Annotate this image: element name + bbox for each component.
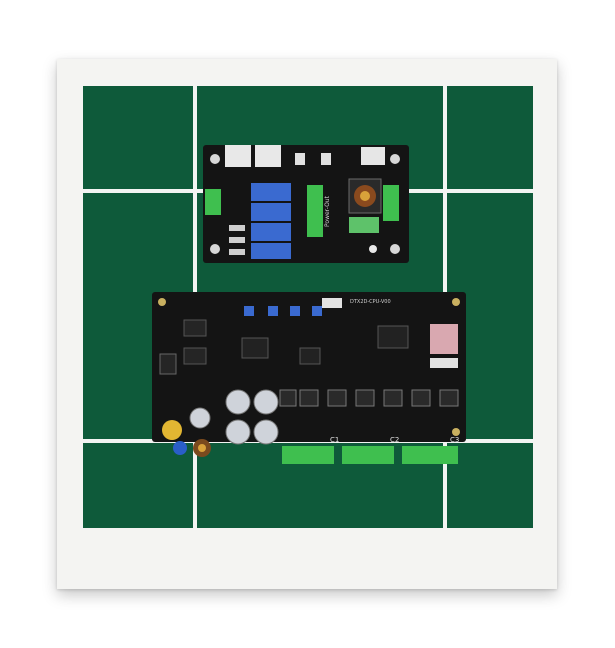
green-terminal-block [383,185,399,221]
warning-mark [369,245,377,253]
electrolytic-capacitor [253,419,279,445]
white-connector [225,145,251,167]
ic-chip [159,353,177,375]
mounting-hole [390,154,400,164]
green-capacitor [349,217,379,233]
white-connector [255,145,281,167]
channel-label: C3 [450,436,459,444]
mosfet [327,389,347,407]
silkscreen-label: DTX2D-CPU-V00 [350,299,391,305]
mosfet [439,389,459,407]
mounting-hole [452,298,460,306]
trimmer [290,306,300,316]
electrolytic-capacitor [225,419,251,445]
power-board: Power-Out [203,145,413,267]
mounting-hole [158,298,166,306]
blue-relay [251,243,291,259]
green-terminal-block [402,446,458,464]
pin-header [430,324,458,354]
mosfet [299,389,319,407]
control-board: DTX2D-CPU-V00 [150,290,470,475]
trimmer [244,306,254,316]
resistor [229,225,245,231]
ic-chip [241,337,269,359]
electrolytic-capacitor [225,389,251,415]
blue-relay [251,203,291,221]
mosfet [355,389,375,407]
ic-chip [299,347,321,365]
ic-chip [183,347,207,365]
blue-relay [251,183,291,201]
silkscreen-label: Power-Out [324,195,331,227]
white-connector [361,147,385,165]
green-terminal-block [282,446,334,464]
mosfet [411,389,431,407]
resistor [229,237,245,243]
channel-label: C2 [390,436,399,444]
mounting-hole [452,428,460,436]
yellow-capacitor [162,420,182,440]
trimmer [312,306,322,316]
green-terminal-block [307,185,323,237]
mosfet [279,389,297,407]
electrolytic-capacitor [189,407,211,429]
blue-relay [251,223,291,241]
green-terminal-block [205,189,221,215]
pin-header [430,358,458,368]
trimmer [268,306,278,316]
electrolytic-capacitor [253,389,279,415]
ic-chip [377,325,409,349]
blue-capacitor [173,441,187,455]
small-connector [321,153,331,165]
mounting-hole [210,244,220,254]
channel-label: C1 [330,436,339,444]
green-terminal-block [342,446,394,464]
small-connector [295,153,305,165]
inductor-core [198,444,206,452]
ic-chip [183,319,207,337]
mounting-hole [210,154,220,164]
white-connector [322,298,342,308]
resistor [229,249,245,255]
mounting-hole [390,244,400,254]
mosfet [383,389,403,407]
inductor-core [360,191,370,201]
